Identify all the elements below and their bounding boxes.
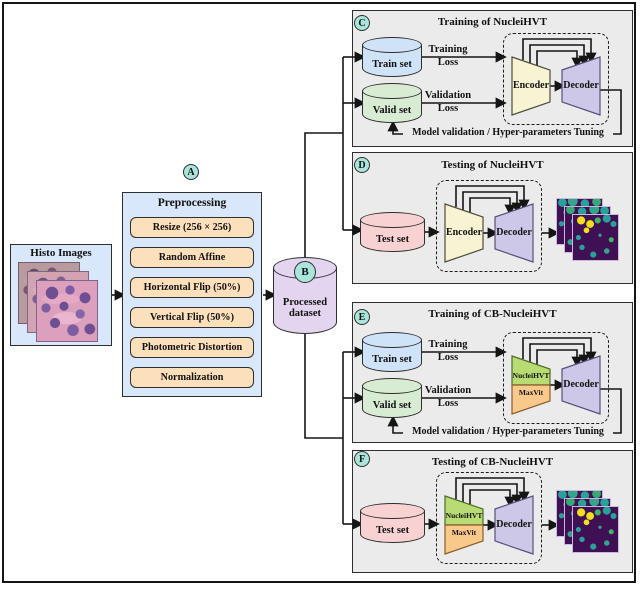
step-random-affine: Random Affine	[130, 247, 254, 268]
valid-set-label-e: Valid set	[372, 399, 412, 411]
validation-loss-line1: Validation	[424, 385, 472, 396]
skip-connection-c-3	[536, 50, 583, 69]
valid-set-label-c: Valid set	[372, 104, 412, 116]
processed-dataset-label: Processed dataset	[282, 296, 328, 319]
train-set-label-e: Train set	[372, 353, 412, 365]
skip-connection-e-2	[529, 343, 590, 366]
module-box-e	[503, 332, 609, 424]
decoder-label-e: Decoder	[563, 379, 599, 390]
validation-loss-line1: Validation	[424, 90, 472, 101]
nucleihvt-label-e: NucleiHVT	[512, 371, 550, 380]
cylinder-top	[362, 378, 422, 394]
validation-loss-line2: Loss	[437, 103, 459, 114]
skip-connection-e-1	[522, 337, 597, 363]
valid-set-cylinder-e: Valid set	[362, 378, 422, 418]
test-set-label-d: Test set	[375, 233, 410, 245]
model-validation-label-c: Model validation / Hyper-parameters Tuni…	[403, 127, 613, 139]
decoder-label-c: Decoder	[563, 80, 599, 91]
test-set-cylinder-f: Test set	[360, 503, 425, 543]
step-resize: Resize (256 × 256)	[130, 217, 254, 238]
validation-loss-label-e: Validation Loss	[408, 384, 488, 410]
train-set-cylinder-c: Train set	[362, 37, 422, 77]
badge-b: B	[294, 261, 316, 283]
skip-connection-c-2	[529, 44, 590, 67]
badge-d: D	[354, 157, 370, 173]
skip-connection-c-1	[522, 38, 597, 64]
maxvit-shape-e	[511, 384, 551, 415]
step-vertical-flip: Vertical Flip (50%)	[130, 307, 254, 328]
panel-d-title: Testing of NucleiHVT	[441, 159, 544, 171]
histo-images-title: Histo Images	[30, 247, 92, 259]
encoder-shape-d	[444, 203, 484, 263]
step-horizontal-flip: Horizontal Flip (50%)	[130, 277, 254, 298]
feedback-loop-c	[387, 89, 622, 135]
module-box-d	[436, 180, 542, 272]
cylinder-top	[360, 212, 425, 228]
skip-connection-d-3	[469, 197, 516, 216]
cylinder-top	[362, 83, 422, 99]
badge-c: C	[354, 15, 370, 31]
skip-connection-d-1	[455, 185, 530, 211]
training-loss-line2: Loss	[437, 352, 459, 363]
cylinder-top	[362, 37, 422, 53]
training-loss-line1: Training	[428, 44, 468, 55]
training-loss-line1: Training	[428, 339, 468, 350]
encoder-shape-c	[511, 56, 551, 116]
encoder-label-c: Encoder	[512, 80, 550, 91]
badge-e: E	[354, 309, 370, 325]
module-box-f	[436, 472, 542, 564]
cylinder-top	[362, 332, 422, 348]
step-photometric-distortion: Photometric Distortion	[130, 337, 254, 358]
decoder-label-d: Decoder	[496, 227, 532, 238]
module-box-c	[503, 33, 609, 125]
train-set-cylinder-e: Train set	[362, 332, 422, 372]
model-validation-label-e: Model validation / Hyper-parameters Tuni…	[403, 426, 613, 438]
skip-connection-d-2	[462, 191, 523, 214]
badge-a: A	[183, 164, 199, 180]
line-dataset-down	[304, 334, 343, 439]
maxvit-label-e: MaxVit	[518, 388, 544, 397]
encoder-label-d: Encoder	[445, 227, 483, 238]
preprocessing-title: Preprocessing	[157, 197, 227, 209]
training-loss-label-e: Training Loss	[408, 338, 488, 364]
maxvit-shape-f	[444, 524, 484, 555]
step-normalization: Normalization	[130, 367, 254, 388]
test-set-label-f: Test set	[375, 524, 410, 536]
badge-f: F	[354, 451, 370, 467]
panel-e-title: Training of CB-NucleiHVT	[428, 308, 557, 320]
skip-connection-f-1	[455, 477, 530, 503]
figure-border	[2, 2, 636, 583]
train-set-label-c: Train set	[372, 58, 412, 70]
segmentation-mask-front-f	[572, 506, 619, 553]
panel-c-title: Training of NucleiHVT	[437, 16, 548, 28]
cylinder-top	[360, 503, 425, 519]
decoder-label-f: Decoder	[496, 519, 532, 530]
panel-f-title: Testing of CB-NucleiHVT	[431, 456, 554, 468]
line-dataset-up	[304, 132, 343, 257]
histology-image-front	[36, 280, 98, 342]
skip-connection-f-3	[469, 489, 516, 508]
nucleihvt-label-f: NucleiHVT	[445, 511, 483, 520]
skip-connection-e-3	[536, 349, 583, 368]
maxvit-label-f: MaxVit	[451, 528, 477, 537]
test-set-cylinder-d: Test set	[360, 212, 425, 252]
training-loss-line2: Loss	[437, 57, 459, 68]
validation-loss-line2: Loss	[437, 398, 459, 409]
feedback-loop-e	[387, 388, 622, 434]
skip-connection-f-2	[462, 483, 523, 506]
validation-loss-label-c: Validation Loss	[408, 89, 488, 115]
training-loss-label-c: Training Loss	[408, 43, 488, 69]
segmentation-mask-front-d	[572, 214, 619, 261]
